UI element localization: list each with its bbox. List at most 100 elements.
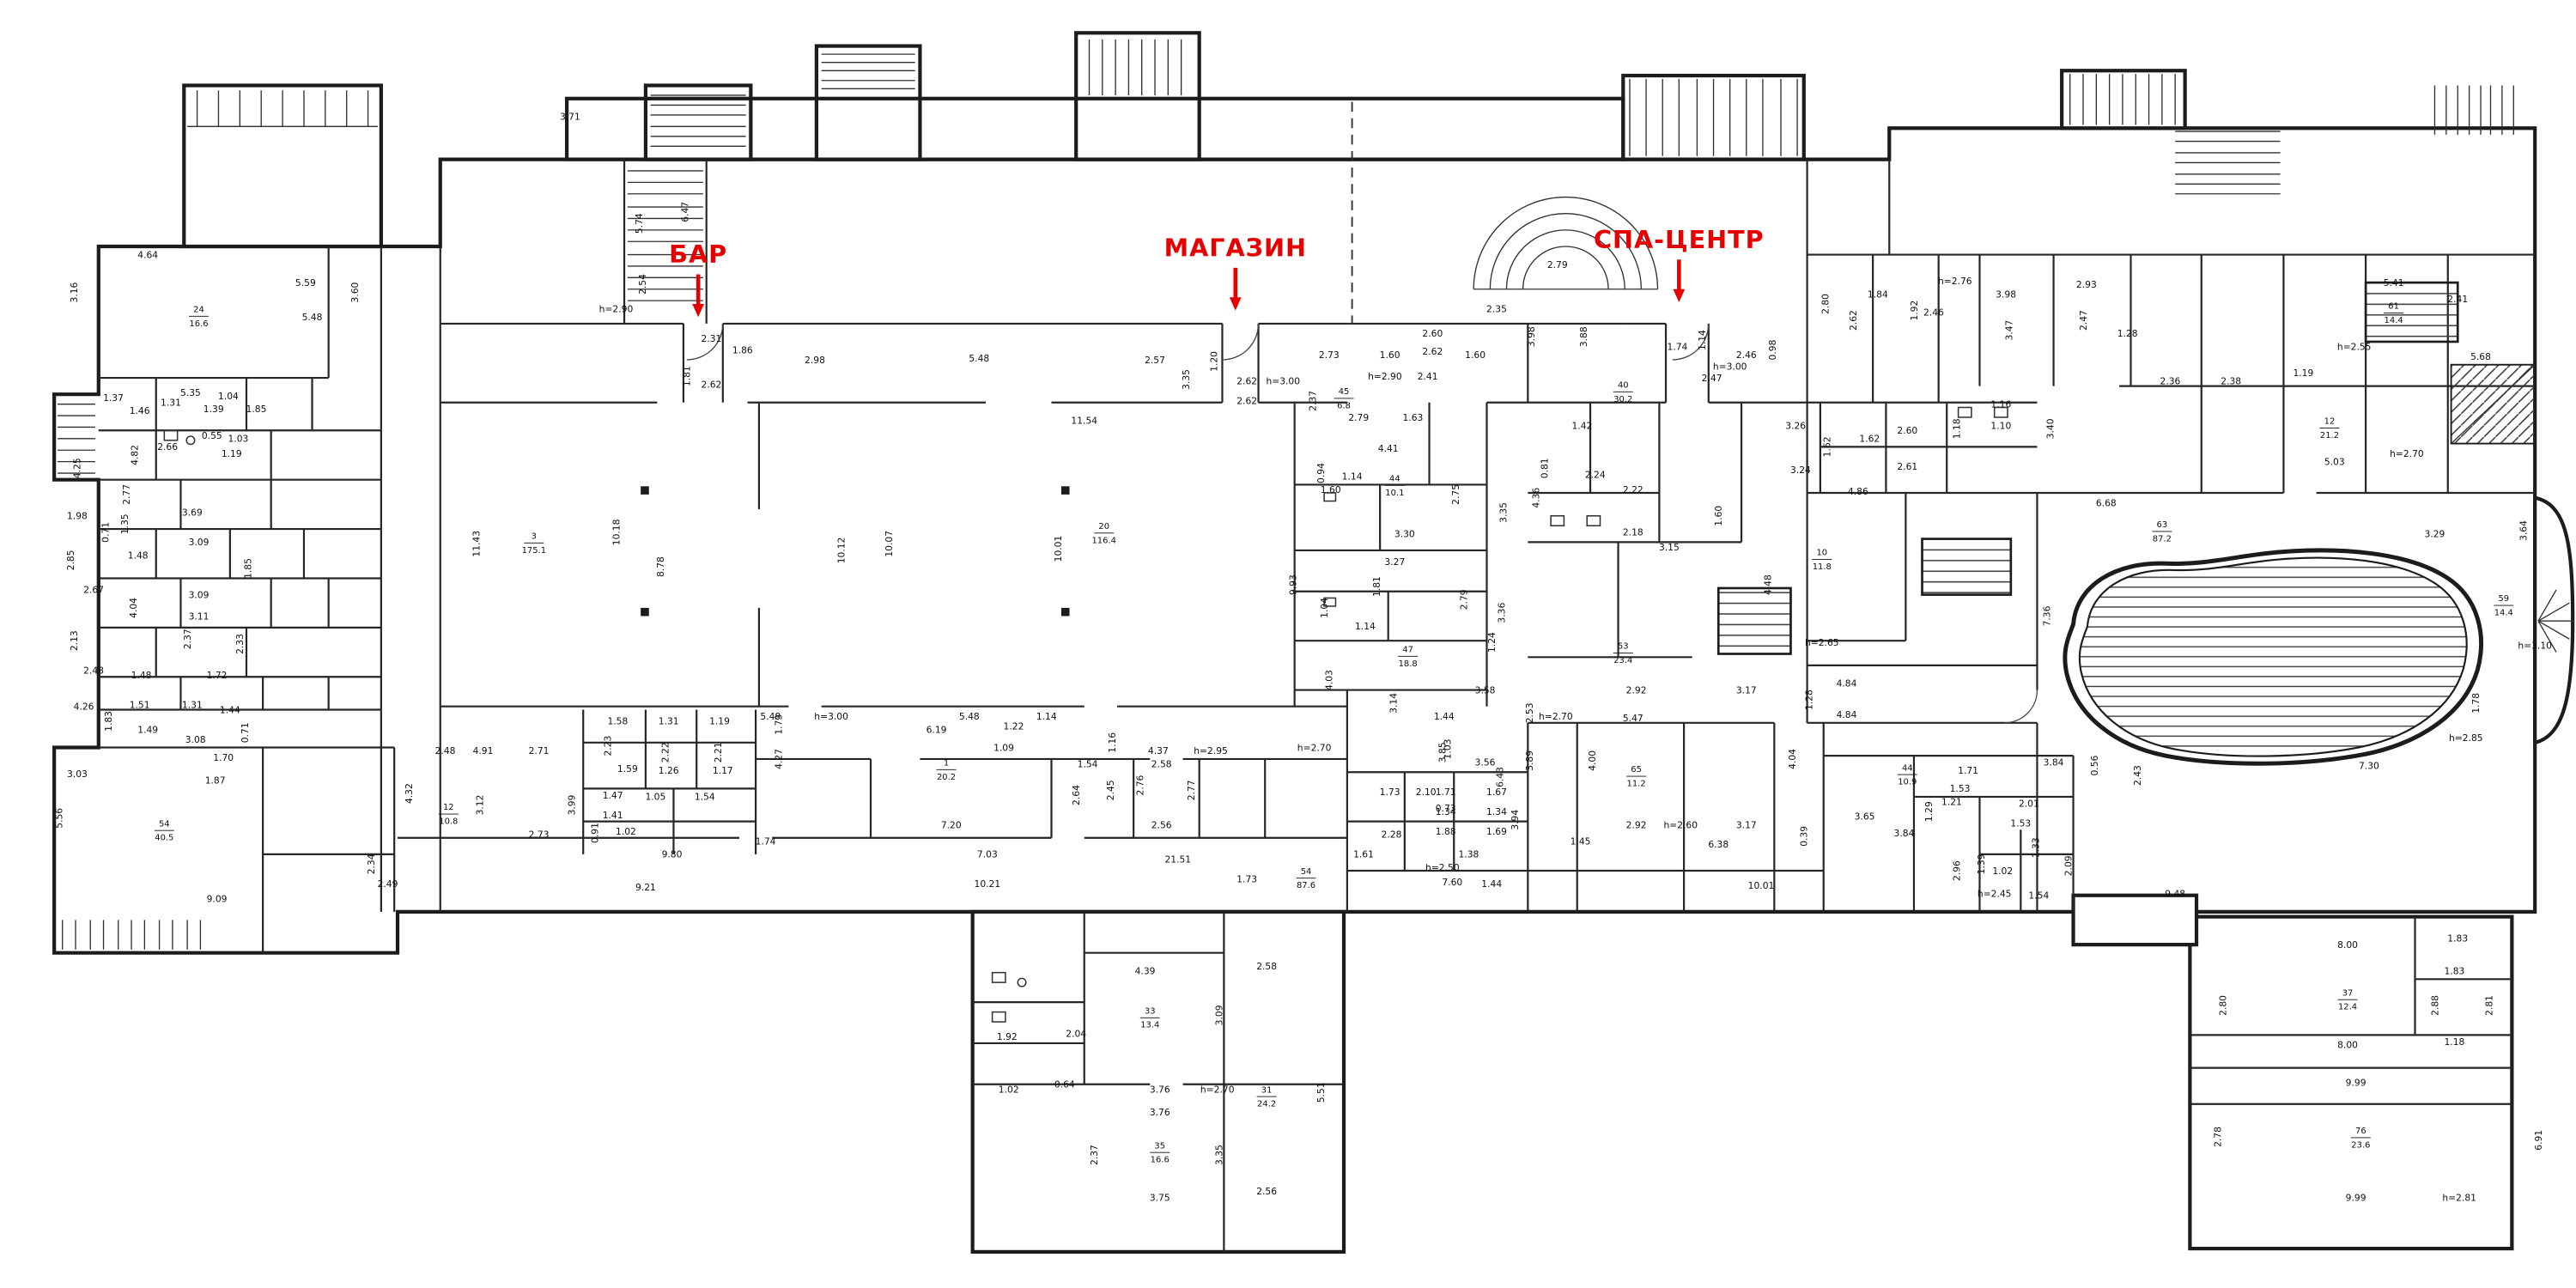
dimension-label: 3.71 [560, 112, 580, 123]
dimension-label: 1.59 [617, 763, 638, 775]
dimension-label: 4.82 [130, 445, 141, 465]
dimension-label: 1.22 [1004, 720, 1024, 732]
dimension-label: 2.22 [1623, 484, 1643, 495]
room-number: 53 [1618, 642, 1629, 652]
dimension-label: 1.60 [1713, 506, 1724, 526]
dimension-label: 1.71 [1436, 787, 1456, 798]
dimension-label: 7.03 [977, 849, 998, 860]
dimension-label: 1.60 [1321, 484, 1341, 495]
dimension-label: 1.45 [1571, 835, 1591, 847]
dimension-label: 2.60 [1897, 425, 1917, 436]
dimension-label: 9.09 [207, 893, 228, 904]
dimension-label: 3.36 [1497, 603, 1508, 623]
dimension-label: 10.01 [1053, 536, 1064, 562]
dimension-label: 1.26 [659, 765, 679, 776]
dimension-label: 2.24 [1585, 470, 1606, 481]
dimension-label: 2.85 [65, 550, 76, 571]
dimension-label: 4.86 [1848, 486, 1868, 497]
room-area: 20.2 [937, 773, 956, 782]
dimension-label: 1.19 [709, 716, 730, 727]
dimension-label: h=3.00 [1713, 361, 1747, 372]
dimension-labels-layer: 3.715.746.472.54h=2.902.311.811.862.622.… [54, 112, 2552, 1204]
dimension-label: 4.04 [1787, 749, 1798, 769]
dimension-label: 2.79 [1547, 259, 1568, 270]
dimension-label: 3.30 [1394, 529, 1415, 540]
dimension-label: h=2.90 [1368, 371, 1402, 382]
dimension-label: 0.55 [202, 430, 222, 441]
dimension-label: 1.92 [997, 1031, 1018, 1042]
dimension-label: 1.29 [1923, 801, 1935, 822]
dimension-label: 1.60 [1380, 349, 1400, 361]
dimension-label: 2.47 [1702, 373, 1722, 384]
dimension-label: 2.38 [2221, 376, 2241, 387]
dimension-label: h=3.00 [1266, 376, 1300, 387]
dimension-label: 2.28 [1382, 829, 1402, 841]
room-number: 54 [159, 819, 170, 829]
dimension-label: 1.05 [645, 792, 665, 803]
dimension-label: 3.09 [1213, 1005, 1224, 1025]
dimension-label: 5.35 [180, 387, 201, 398]
room-number: 59 [2498, 594, 2509, 604]
room-area: 23.6 [2351, 1140, 2370, 1150]
dimension-label: 5.41 [2384, 277, 2404, 289]
dimension-label: 4.91 [473, 745, 494, 756]
dimension-label: 2.71 [529, 745, 550, 756]
door-arc-bar [686, 323, 724, 361]
dimension-label: 0.64 [1054, 1079, 1075, 1091]
room-number: 3 [532, 532, 537, 542]
dimension-label: 1.31 [182, 700, 203, 711]
dimension-label: 3.17 [1736, 684, 1757, 696]
dimension-label: 3.29 [2425, 529, 2445, 540]
dimension-label: 2.18 [1623, 527, 1643, 538]
dimension-label: 2.67 [83, 585, 104, 596]
room-area: 24.2 [1257, 1100, 1276, 1109]
dimension-label: 2.60 [1422, 328, 1443, 339]
dimension-label: 1.69 [1486, 826, 1507, 837]
dimension-label: 1.84 [1868, 289, 1888, 300]
roof-bump-n1 [814, 44, 922, 161]
room-label: 120.2 [936, 759, 957, 782]
dimension-label: 1.02 [616, 826, 636, 837]
dimension-label: 3.47 [2004, 320, 2015, 341]
room-area: 11.8 [1813, 562, 1832, 572]
dimension-label: 2.36 [2160, 376, 2181, 387]
bottom-right-block-outline [2188, 914, 2514, 1251]
dimension-label: 1.16 [1990, 398, 2011, 410]
dimension-label: h=2.81 [2442, 1193, 2476, 1204]
room-number: 31 [1261, 1085, 1273, 1095]
dimension-label: 1.85 [246, 404, 267, 415]
room-number: 24 [193, 306, 204, 315]
dimension-label: 9.99 [2346, 1193, 2366, 1204]
dimension-label: 5.48 [760, 711, 781, 722]
room-number: 40 [1618, 381, 1629, 391]
room-area: 6.8 [1337, 401, 1351, 410]
dimension-label: h=2.45 [1978, 889, 2012, 900]
dimension-label: 0.39 [1799, 826, 1810, 847]
dimension-label: 1.34 [1436, 806, 1456, 817]
stair-treads-west-notch [57, 403, 95, 474]
toilet-icon [991, 971, 1006, 983]
dimension-label: 2.54 [637, 274, 648, 295]
dimension-label: 1.39 [204, 404, 224, 415]
dimension-label: 4.26 [74, 702, 94, 713]
dimension-label: 4.32 [404, 783, 415, 804]
dimension-label: 1.83 [103, 711, 114, 732]
dimension-label: 4.41 [1378, 443, 1399, 454]
dimension-label: 3.75 [1150, 1193, 1170, 1204]
annotation-label: СПА-ЦЕНТР [1594, 225, 1765, 254]
dimension-label: 4.84 [1837, 678, 1857, 690]
dimension-label: 2.92 [1626, 819, 1647, 830]
dimension-label: 1.86 [732, 344, 753, 355]
dimension-label: 3.09 [189, 589, 210, 600]
dimension-label: 1.47 [603, 790, 623, 801]
annotation: СПА-ЦЕНТР [1594, 225, 1765, 303]
small-pool-1 [1716, 586, 1792, 655]
dimension-label: 1.20 [1209, 351, 1220, 372]
dimension-label: 1.35 [119, 513, 131, 534]
